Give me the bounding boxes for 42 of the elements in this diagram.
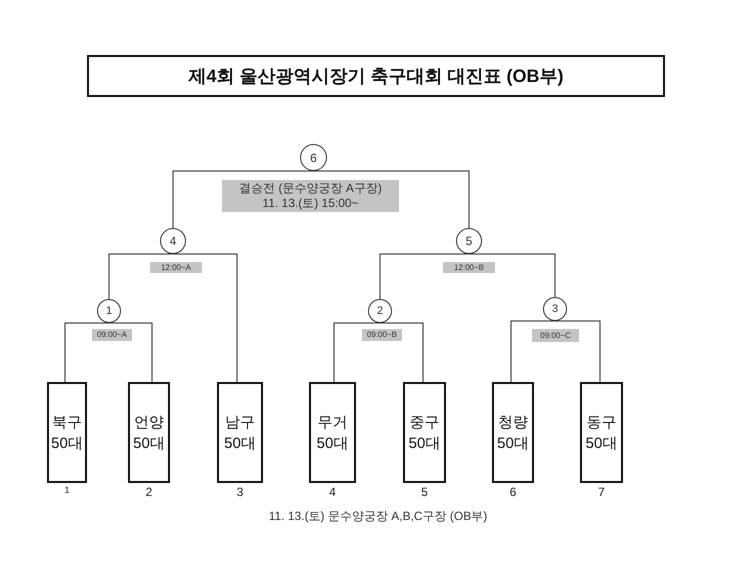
time-box: 12:00~B xyxy=(443,262,495,273)
team-box: 동구 50대 xyxy=(580,382,623,483)
bracket-line xyxy=(334,322,380,382)
bracket-line xyxy=(380,322,424,382)
caption: 11. 13.(토) 문수양궁장 A,B,C구장 (OB부) xyxy=(268,509,488,524)
bracket-line xyxy=(554,320,600,382)
bracket-line xyxy=(380,254,470,300)
seed-number: 6 xyxy=(510,485,516,500)
match-time: 11. 13.(토) 15:00~ xyxy=(262,196,359,211)
bracket-line xyxy=(64,322,110,382)
bracket-line xyxy=(172,254,238,382)
bracket-line xyxy=(172,170,314,228)
bracket-line xyxy=(468,254,556,298)
seed-number: 3 xyxy=(236,485,244,500)
time-box xyxy=(222,180,399,212)
bracket-line xyxy=(108,322,152,382)
team-box: 청량 50대 xyxy=(492,382,534,483)
seed-number: 7 xyxy=(598,485,605,500)
time-box: 09:00~C xyxy=(532,329,579,342)
bracket-line xyxy=(313,170,470,228)
seed-number: 2 xyxy=(146,485,152,500)
team-box: 남구 50대 xyxy=(217,382,263,483)
match-circle: 4 xyxy=(160,228,186,254)
match-circle: 2 xyxy=(368,299,392,323)
time-box: 09:00~B xyxy=(362,329,402,341)
match-circle: 5 xyxy=(456,228,482,254)
team-box: 중구 50대 xyxy=(403,382,446,483)
seed-number: 5 xyxy=(421,485,428,500)
match-title: 결승전 (문수양궁장 A구장) xyxy=(239,181,382,196)
match-circle: 3 xyxy=(543,297,567,321)
bracket-line xyxy=(510,320,556,382)
team-box: 북구 50대 xyxy=(47,382,87,483)
title-box: 제4회 울산광역시장기 축구대회 대진표 (OB부) xyxy=(87,55,665,97)
time-box: 09:00~A xyxy=(92,329,132,341)
bracket-line xyxy=(108,254,174,300)
team-box: 언양 50대 xyxy=(128,382,170,483)
team-box: 무거 50대 xyxy=(309,382,356,483)
match-circle: 6 xyxy=(300,144,327,171)
time-box: 12:00~A xyxy=(150,262,202,273)
match-circle: 1 xyxy=(97,299,121,323)
seed-number: 1 xyxy=(64,485,70,496)
seed-number: 4 xyxy=(329,485,336,500)
